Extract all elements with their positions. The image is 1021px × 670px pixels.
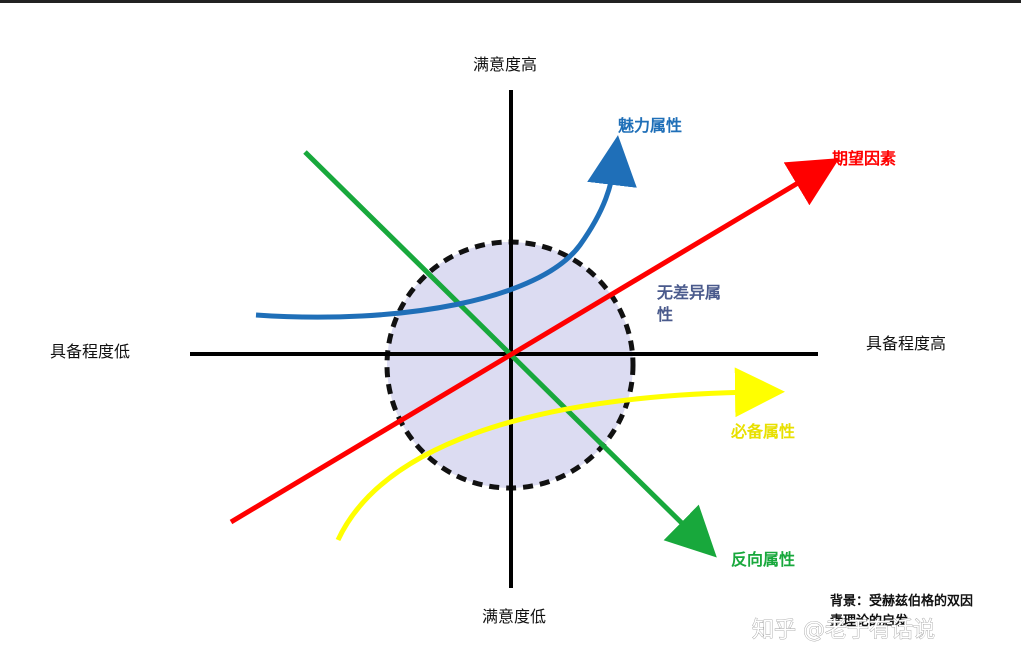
axis-label-bottom: 满意度低	[482, 607, 546, 626]
attractive-curve	[255, 135, 637, 320]
must-be-curve	[335, 367, 785, 542]
indifferent-label-line1: 无差异属	[656, 283, 721, 302]
expected-curve	[229, 158, 840, 525]
note-line1: 背景：受赫兹伯格的双因	[830, 593, 973, 609]
watermark: 知乎 @老于有话说	[752, 618, 935, 643]
expected-label: 期望因素	[832, 149, 896, 168]
axis-label-top: 满意度高	[473, 55, 537, 74]
must-be-label: 必备属性	[730, 422, 795, 441]
note-line2: 素理论的启发	[830, 613, 909, 629]
reverse-label: 反向属性	[731, 550, 795, 569]
axis-label-right: 具备程度高	[866, 334, 946, 353]
top-border	[0, 0, 1021, 3]
axis-label-left: 具备程度低	[50, 342, 130, 361]
indifferent-label-line2: 性	[657, 305, 673, 324]
reverse-curve	[303, 150, 717, 558]
attractive-label: 魅力属性	[618, 116, 682, 135]
